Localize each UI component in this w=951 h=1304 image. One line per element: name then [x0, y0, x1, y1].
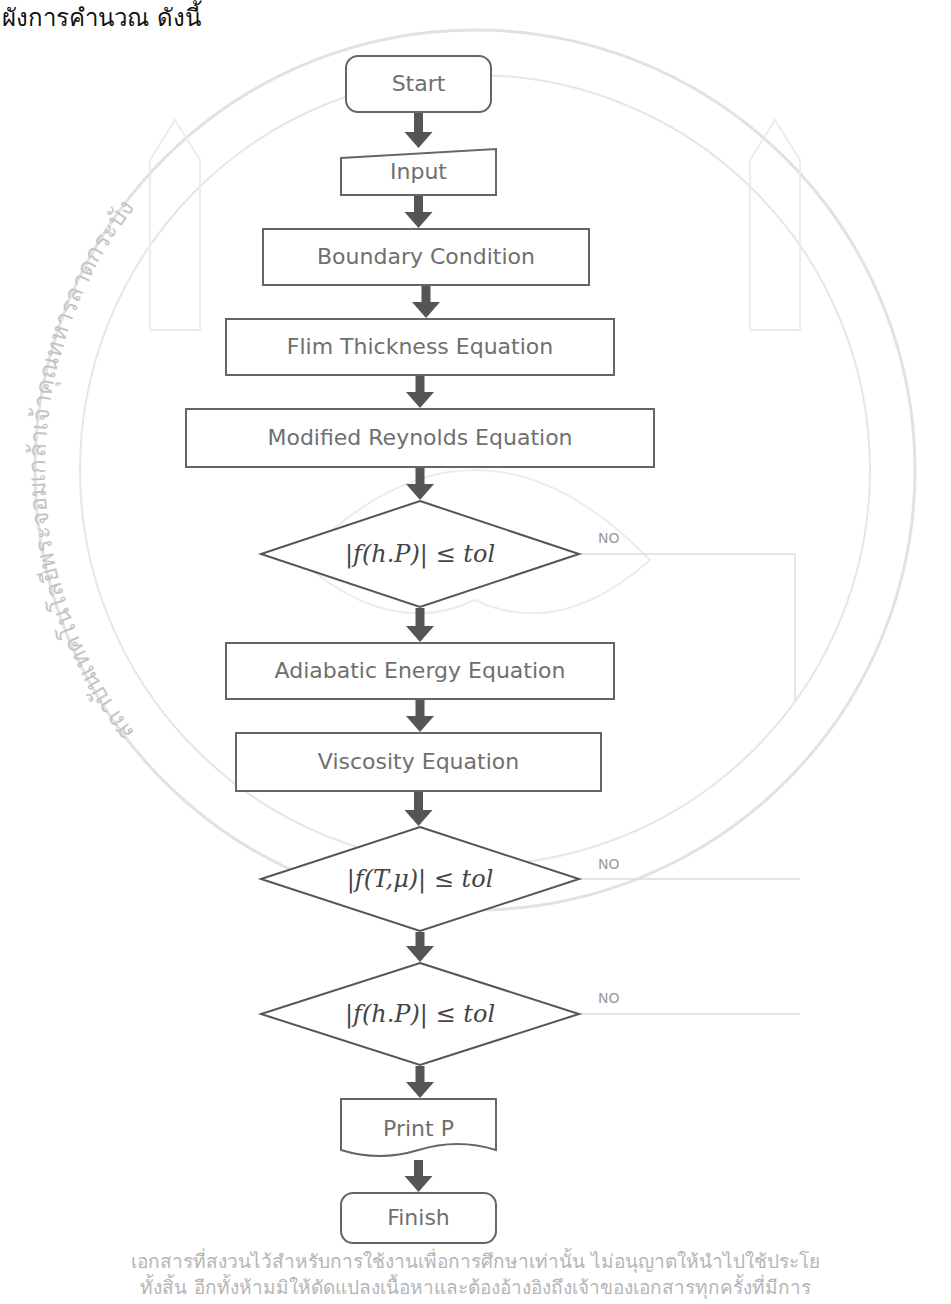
branch-label: NO: [598, 530, 620, 547]
flow-arrow: [406, 1066, 434, 1098]
seal-ring: [35, 30, 915, 910]
node-text-group: |f(h.P)| ≤ tol: [345, 540, 495, 569]
node-label: Adiabatic Energy Equation: [275, 658, 566, 684]
arrow-shaft: [414, 792, 423, 810]
flow-arrow: [405, 1160, 433, 1192]
process-box-outline: [236, 733, 601, 791]
intro-text: ผังการคำนวณ ดังนี้: [2, 4, 201, 33]
flow-arrow: [405, 113, 433, 148]
flow-arrow: [405, 196, 433, 228]
seal-ring: [80, 75, 870, 865]
seal-temple: [150, 120, 800, 330]
arrow-shaft: [414, 113, 423, 132]
process-box: Boundary Condition: [262, 228, 590, 286]
flow-arrow: [405, 792, 433, 826]
condition-text: |f(h.P)| ≤ tol: [345, 1000, 495, 1029]
arrow-head: [406, 626, 434, 642]
node-text-group: Modified Reynolds Equation: [267, 425, 572, 451]
arrow-shaft: [416, 1066, 425, 1082]
seal-ornament: [300, 470, 650, 613]
arrow-shaft: [416, 468, 425, 484]
node-text-group: |f(T,μ)| ≤ tol: [347, 865, 494, 894]
flow-arrow: [406, 608, 434, 642]
decision-diamond: |f(h.P)| ≤ tol: [260, 500, 580, 608]
node-label: Input: [390, 159, 447, 185]
flow-arrow: [406, 468, 434, 500]
node-label: Finish: [387, 1205, 450, 1231]
node-label: Print P: [383, 1116, 454, 1142]
arrow-head: [405, 212, 433, 228]
node-text-group: Finish: [387, 1205, 450, 1231]
flow-arrow: [412, 286, 440, 318]
decision-diamond-outline: [261, 501, 579, 607]
flow-arrow: [406, 376, 434, 408]
arrow-head: [406, 946, 434, 962]
arrow-shaft: [416, 932, 425, 946]
arrow-shaft: [416, 608, 425, 626]
flow-arrow: [406, 700, 434, 732]
finish-terminal-outline: [341, 1193, 496, 1243]
node-label: Boundary Condition: [317, 244, 535, 270]
print-document: Print P: [340, 1098, 497, 1160]
node-text-group: Viscosity Equation: [318, 749, 519, 775]
node-label: Viscosity Equation: [318, 749, 519, 775]
arrow-head: [412, 302, 440, 318]
node-text-group: Adiabatic Energy Equation: [275, 658, 566, 684]
input-box: Input: [340, 148, 497, 196]
start-terminal-outline: [346, 56, 491, 112]
input-box-outline: [341, 149, 496, 195]
process-box: Flim Thickness Equation: [225, 318, 615, 376]
arrow-head: [405, 132, 433, 148]
watermark-text: เอกสารที่สงวนไว้สำหรับการใช้งานเพื่อการศ…: [0, 1250, 951, 1273]
node-text-group: |f(h.P)| ≤ tol: [345, 1000, 495, 1029]
condition-text: |f(h.P)| ≤ tol: [345, 540, 495, 569]
condition-text: |f(T,μ)| ≤ tol: [347, 865, 494, 894]
process-box-outline: [186, 409, 654, 467]
process-box: Adiabatic Energy Equation: [225, 642, 615, 700]
arrow-head: [405, 1176, 433, 1192]
process-box: Modified Reynolds Equation: [185, 408, 655, 468]
decision-diamond-outline: [261, 827, 579, 931]
node-text-group: Boundary Condition: [317, 244, 535, 270]
start-terminal: Start: [345, 55, 492, 113]
finish-terminal: Finish: [340, 1192, 497, 1244]
node-text-group: Flim Thickness Equation: [287, 334, 553, 360]
seal-text: สถาบันเทคโนโลยีพระจอมเกล้าเจ้าคุณทหารลาด…: [23, 194, 139, 746]
arrow-head: [406, 1082, 434, 1098]
arrow-shaft: [414, 196, 423, 212]
decision-diamond: |f(T,μ)| ≤ tol: [260, 826, 580, 932]
process-box-outline: [263, 229, 589, 285]
node-label: Modified Reynolds Equation: [267, 425, 572, 451]
process-box-outline: [226, 319, 614, 375]
arrow-head: [405, 810, 433, 826]
arrow-head: [406, 484, 434, 500]
node-text-group: Input: [390, 159, 447, 185]
faint-loop-line: [580, 878, 800, 880]
decision-diamond: |f(h.P)| ≤ tol: [260, 962, 580, 1066]
node-label: Flim Thickness Equation: [287, 334, 553, 360]
branch-label: NO: [598, 990, 620, 1007]
process-box-outline: [226, 643, 614, 699]
node-label: Start: [392, 71, 446, 97]
decision-diamond-outline: [261, 963, 579, 1065]
flow-arrow: [406, 932, 434, 962]
faint-loop-line: [580, 1013, 800, 1015]
branch-label: NO: [598, 856, 620, 873]
print-document-outline: [341, 1099, 496, 1156]
arrow-head: [406, 716, 434, 732]
process-box: Viscosity Equation: [235, 732, 602, 792]
arrow-shaft: [416, 376, 425, 392]
arrow-head: [406, 392, 434, 408]
node-text-group: Start: [392, 71, 446, 97]
arrow-shaft: [414, 1160, 423, 1176]
seal-text: สถาบันเทคโนโลยีพระจอมเกล้าเจ้าคุณทหารลาด…: [23, 194, 139, 746]
arrow-shaft: [416, 700, 425, 716]
node-text-group: Print P: [383, 1116, 454, 1142]
watermark-text: ทั้งสิ้น อีกทั้งห้ามมิให้ดัดแปลงเนื้อหาแ…: [0, 1276, 951, 1299]
arrow-shaft: [422, 286, 431, 302]
